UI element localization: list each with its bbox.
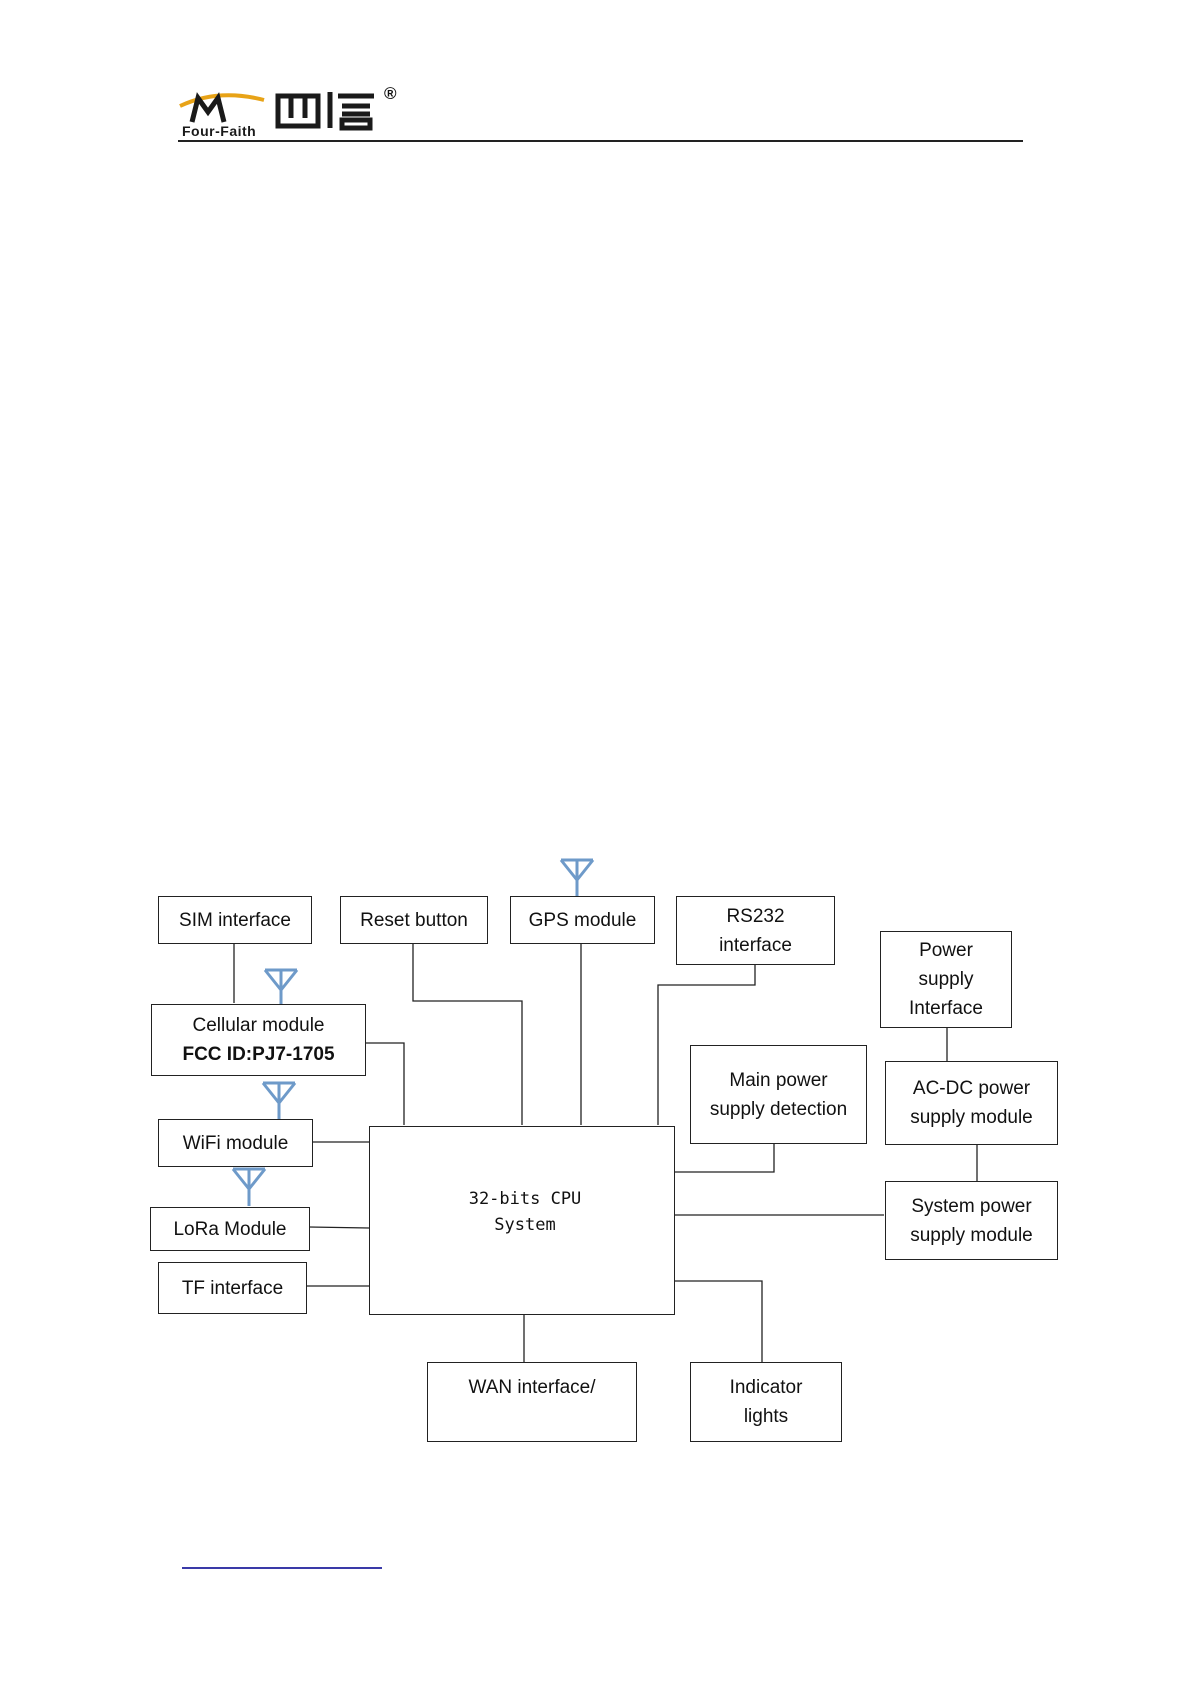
tf-interface-box: TF interface (158, 1262, 307, 1314)
sys-power-label-line1: System power (910, 1192, 1033, 1221)
main-power-label-line1: Main power (710, 1066, 847, 1095)
power-supply-interface-box: Power supply Interface (880, 931, 1012, 1028)
main-power-detection-box: Main power supply detection (690, 1045, 867, 1144)
acdc-label-line2: supply module (910, 1103, 1033, 1132)
sim-interface-box: SIM interface (158, 896, 312, 944)
line-reset-cpu (413, 942, 522, 1125)
line-cpu-indicator (674, 1281, 762, 1362)
lora-antenna-icon (233, 1169, 265, 1206)
power-interface-label-line1: Power (909, 936, 983, 965)
rs232-label-line1: RS232 (719, 902, 792, 931)
reset-button-label: Reset button (360, 906, 468, 935)
indicator-lights-box: Indicator lights (690, 1362, 842, 1442)
line-lora-cpu (309, 1227, 369, 1228)
gps-antenna-icon (561, 860, 593, 897)
cellular-module-label: Cellular module (182, 1011, 334, 1040)
rs232-label-line2: interface (719, 931, 792, 960)
line-cellular-cpu (364, 1043, 404, 1125)
lora-module-label: LoRa Module (173, 1215, 286, 1244)
cellular-module-box: Cellular module FCC ID:PJ7-1705 (151, 1004, 366, 1076)
wan-interface-label: WAN interface/ (468, 1373, 595, 1402)
tf-interface-label: TF interface (182, 1274, 283, 1303)
wifi-module-box: WiFi module (158, 1119, 313, 1167)
main-power-label-line2: supply detection (710, 1095, 847, 1124)
wifi-module-label: WiFi module (183, 1129, 289, 1158)
indicator-label-line1: Indicator (730, 1373, 803, 1402)
system-power-module-box: System power supply module (885, 1181, 1058, 1260)
cpu-label-line1: 32-bits CPU (440, 1186, 610, 1212)
sim-interface-label: SIM interface (179, 906, 291, 935)
lora-module-box: LoRa Module (150, 1207, 310, 1251)
line-mainpower-cpu (674, 1142, 774, 1172)
indicator-label-line2: lights (730, 1402, 803, 1431)
rs232-interface-box: RS232 interface (676, 896, 835, 965)
acdc-power-module-box: AC-DC power supply module (885, 1061, 1058, 1145)
gps-module-box: GPS module (510, 896, 655, 944)
footer-link-underline[interactable] (182, 1567, 382, 1569)
reset-button-box: Reset button (340, 896, 488, 944)
cpu-label-line2: System (440, 1212, 610, 1238)
gps-module-label: GPS module (529, 906, 637, 935)
power-interface-label-line3: Interface (909, 994, 983, 1023)
cellular-antenna-icon (265, 970, 297, 1007)
cpu-system-label: 32-bits CPU System (440, 1186, 610, 1238)
acdc-label-line1: AC-DC power (910, 1074, 1033, 1103)
power-interface-label-line2: supply (909, 965, 983, 994)
fcc-id-label: FCC ID:PJ7-1705 (182, 1040, 334, 1069)
wan-interface-box: WAN interface/ (427, 1362, 637, 1442)
wifi-antenna-icon (263, 1083, 295, 1120)
sys-power-label-line2: supply module (910, 1221, 1033, 1250)
